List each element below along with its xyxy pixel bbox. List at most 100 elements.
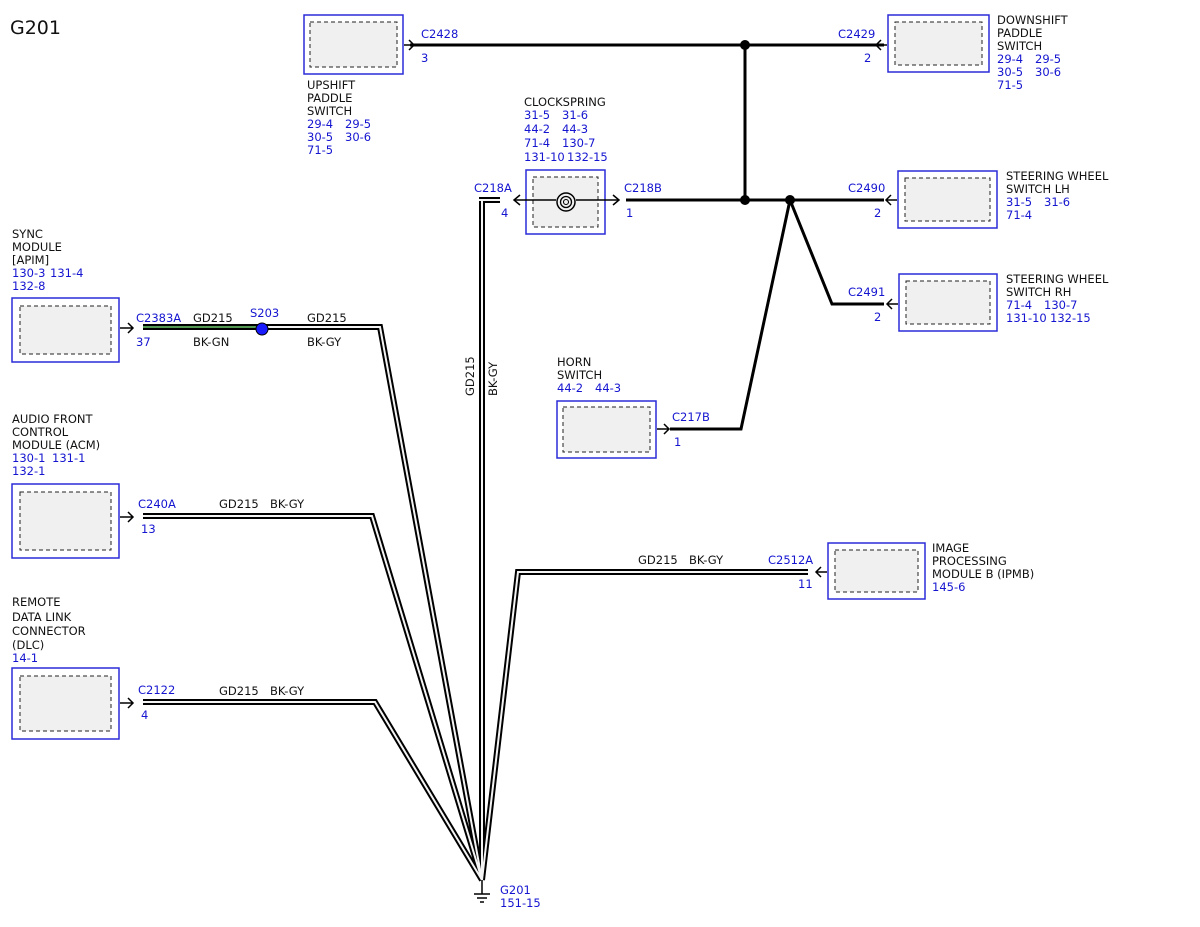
sync-ref: 130-3 (12, 266, 45, 280)
swrh-name-1: STEERING WHEEL (1006, 272, 1109, 286)
upshift-name-2: PADDLE (307, 91, 352, 105)
junction-dot-bus (740, 195, 750, 205)
downshift-ref: 71-5 (997, 78, 1023, 92)
downshift-name-3: SWITCH (997, 39, 1042, 53)
wire-acm-color: BK-GY (270, 497, 305, 511)
pin-c218b: 1 (626, 206, 633, 220)
clockspring-name: CLOCKSPRING (524, 95, 606, 109)
clockspring-ref: 31-6 (562, 108, 588, 122)
connector-c2512a: C2512A (768, 553, 813, 567)
ground-harness (143, 197, 808, 882)
component-steering-wheel-switch-rh: C2491 2 STEERING WHEEL SWITCH RH 71-4 13… (848, 272, 1109, 332)
connector-c240a: C240A (138, 497, 176, 511)
swlh-ref: 31-6 (1044, 195, 1070, 209)
clockspring-ref: 71-4 (524, 136, 550, 150)
horn-name-1: HORN (557, 355, 591, 369)
sync-name-2: MODULE (12, 240, 62, 254)
component-sync-module: C2383A 37 SYNC MODULE [APIM] 130-3 131-4… (11, 227, 181, 363)
upshift-name-1: UPSHIFT (307, 78, 356, 92)
acm-ref: 132-1 (12, 464, 45, 478)
wire-horn (670, 199, 792, 431)
connector-c2429: C2429 (838, 27, 875, 41)
wire-dlc-circuit: GD215 (219, 684, 259, 698)
component-clockspring: C218A 4 C218B 1 CLOCKSPRING 31-5 31-6 44… (474, 95, 662, 235)
downshift-name-2: PADDLE (997, 26, 1042, 40)
ground-symbol (474, 880, 490, 903)
pin-c217b: 1 (674, 435, 681, 449)
wire-ipmb-color: BK-GY (689, 553, 724, 567)
wire-acm-circuit: GD215 (219, 497, 259, 511)
acm-ref: 131-1 (52, 451, 85, 465)
component-downshift-paddle-switch: C2429 2 DOWNSHIFT PADDLE SWITCH 29-4 29-… (838, 13, 1069, 92)
swlh-ref: 71-4 (1006, 208, 1032, 222)
component-image-processing-module-b: C2512A 11 IMAGE PROCESSING MODULE B (IPM… (768, 541, 1034, 600)
upshift-ref: 29-5 (345, 117, 371, 131)
swrh-ref: 132-15 (1050, 311, 1091, 325)
wire-sync-a-circuit: GD215 (193, 311, 233, 325)
component-upshift-paddle-switch: C2428 3 UPSHIFT PADDLE SWITCH 29-4 29-5 … (303, 14, 458, 157)
pin-c2512a: 11 (798, 577, 813, 591)
clockspring-ref: 44-2 (524, 122, 550, 136)
downshift-ref: 30-6 (1035, 65, 1061, 79)
wire-sync-b-circuit: GD215 (307, 311, 347, 325)
wire-ipmb-circuit: GD215 (638, 553, 678, 567)
ipmb-name-1: IMAGE (932, 541, 969, 555)
splice-s203-label: S203 (250, 306, 279, 320)
pin-c2490: 2 (874, 206, 881, 220)
clockspring-ref: 130-7 (562, 136, 595, 150)
ipmb-name-2: PROCESSING (932, 554, 1007, 568)
splice-s203-dot (255, 322, 269, 336)
swrh-name-2: SWITCH RH (1006, 285, 1071, 299)
junction-dot-horn (785, 195, 795, 205)
swrh-ref: 130-7 (1044, 298, 1077, 312)
horn-ref: 44-3 (595, 381, 621, 395)
downshift-ref: 30-5 (997, 65, 1023, 79)
upshift-ref: 30-5 (307, 130, 333, 144)
downshift-ref: 29-4 (997, 52, 1023, 66)
sync-name-3: [APIM] (12, 253, 49, 267)
pin-c2383a: 37 (136, 335, 151, 349)
horn-ref: 44-2 (557, 381, 583, 395)
clockspring-ref: 132-15 (567, 150, 608, 164)
connector-c2383a: C2383A (136, 311, 181, 325)
clockspring-ref: 131-10 (524, 150, 565, 164)
dlc-name-3: CONNECTOR (12, 624, 86, 638)
pin-c2429: 2 (864, 51, 871, 65)
acm-ref: 130-1 (12, 451, 45, 465)
connector-c218a: C218A (474, 181, 512, 195)
dlc-name-4: (DLC) (12, 638, 44, 652)
upshift-name-3: SWITCH (307, 104, 352, 118)
connector-c2122: C2122 (138, 683, 175, 697)
wire-vertical-color: BK-GY (486, 361, 500, 396)
pin-c2122: 4 (141, 708, 148, 722)
acm-name-2: CONTROL (12, 425, 69, 439)
component-audio-front-control-module: C240A 13 AUDIO FRONT CONTROL MODULE (ACM… (11, 412, 176, 559)
dlc-name-2: DATA LINK (12, 610, 72, 624)
swrh-ref: 131-10 (1006, 311, 1047, 325)
upshift-ref: 30-6 (345, 130, 371, 144)
horn-name-2: SWITCH (557, 368, 602, 382)
swlh-ref: 31-5 (1006, 195, 1032, 209)
connector-c2428: C2428 (421, 27, 458, 41)
connector-c218b: C218B (624, 181, 662, 195)
connector-c2491: C2491 (848, 285, 885, 299)
connector-c2490: C2490 (848, 181, 885, 195)
swlh-name-1: STEERING WHEEL (1006, 169, 1109, 183)
ground-id: G201 (500, 883, 531, 897)
wire-swrh (788, 199, 884, 306)
ground-ref: 151-15 (500, 896, 541, 910)
connector-c217b: C217B (672, 410, 710, 424)
wire-vertical-circuit: GD215 (463, 356, 477, 396)
dlc-name-1: REMOTE (12, 595, 61, 609)
pin-c240a: 13 (141, 522, 156, 536)
upshift-ref: 29-4 (307, 117, 333, 131)
downshift-ref: 29-5 (1035, 52, 1061, 66)
upshift-ref: 71-5 (307, 143, 333, 157)
swlh-name-2: SWITCH LH (1006, 182, 1070, 196)
component-remote-data-link-connector: C2122 4 REMOTE DATA LINK CONNECTOR (DLC)… (11, 595, 175, 740)
sync-name-1: SYNC (12, 227, 43, 241)
ipmb-ref: 145-6 (932, 580, 965, 594)
wire-sync-a-color: BK-GN (193, 335, 229, 349)
swrh-ref: 71-4 (1006, 298, 1032, 312)
